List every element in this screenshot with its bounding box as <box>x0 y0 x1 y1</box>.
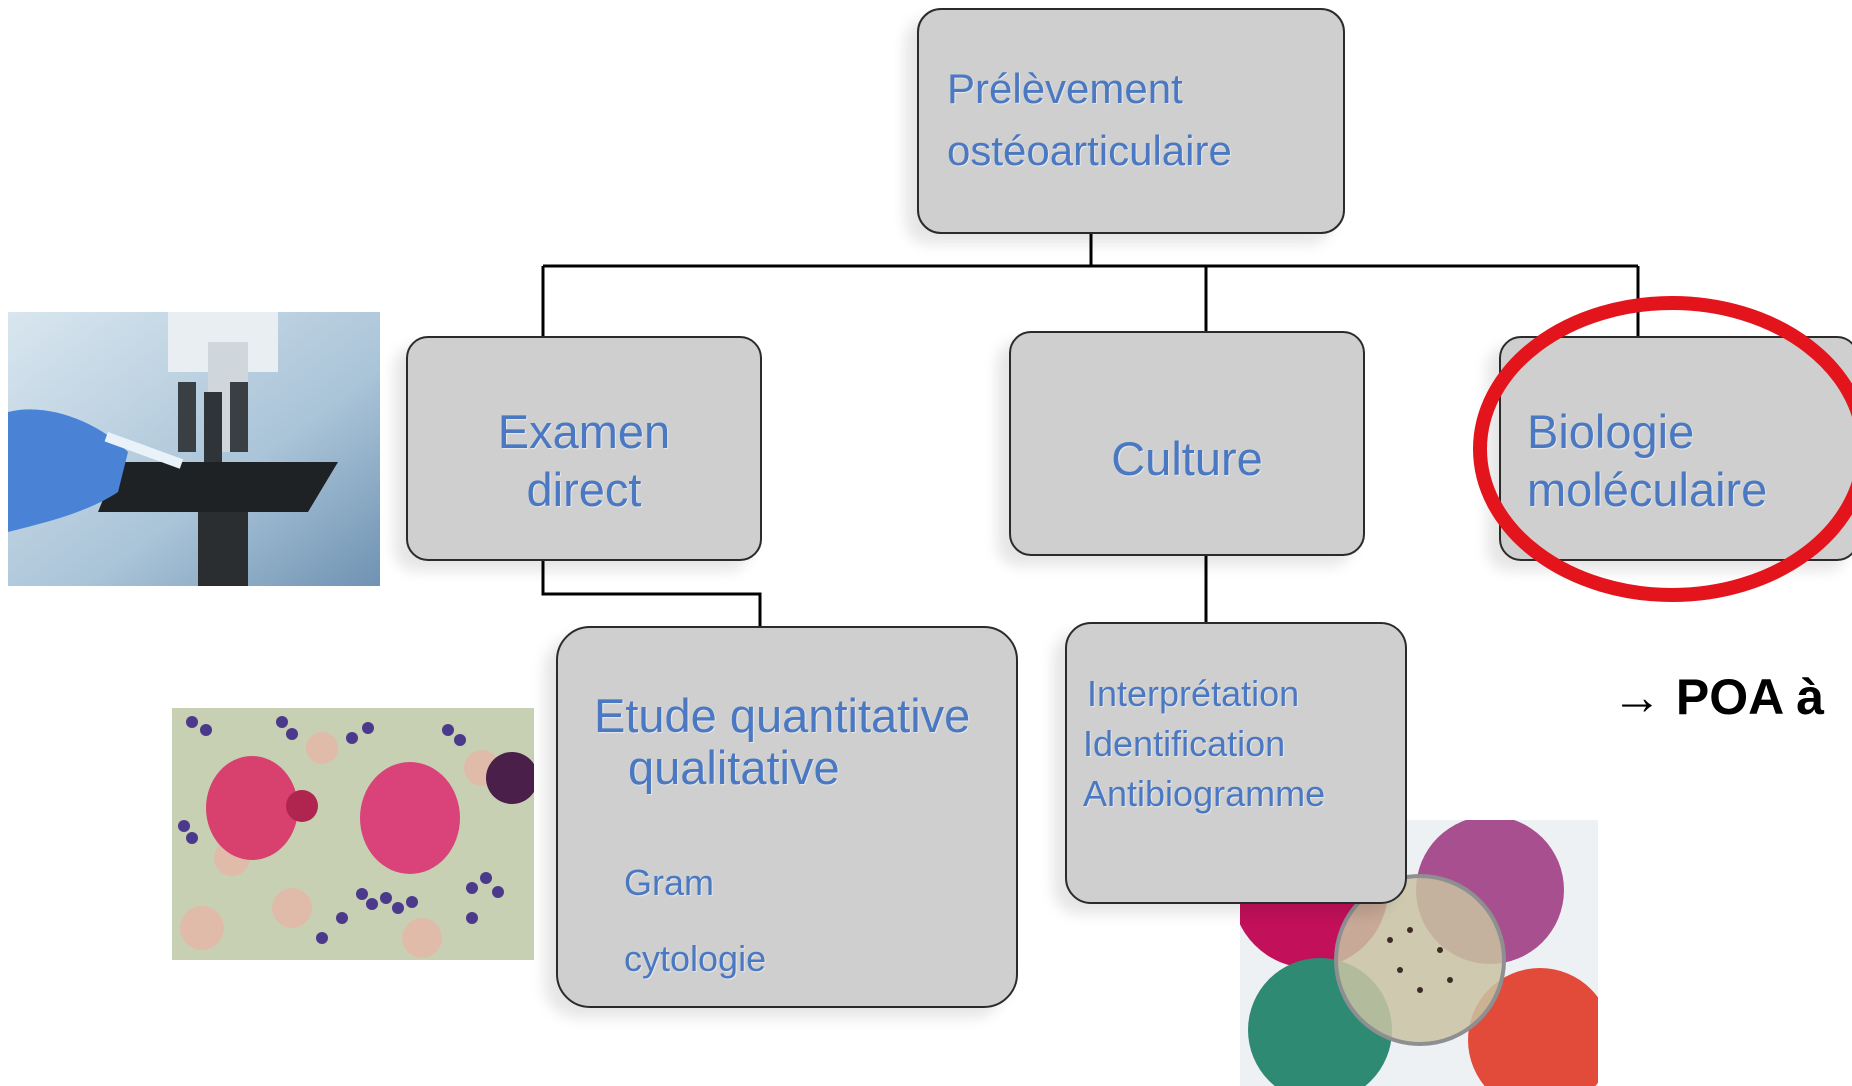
node-interp-line2: Identification <box>1083 723 1286 764</box>
right-arrow-icon: → <box>1612 669 1662 725</box>
poa-arrow-note: → POA à <box>1612 668 1824 726</box>
node-etude-item-gram: Gram <box>624 862 714 903</box>
node-culture-label: Culture <box>1111 432 1263 485</box>
node-examen-direct: Examen direct <box>406 336 762 561</box>
node-interp-line3: Antibiogramme <box>1083 773 1326 814</box>
node-etude-quantitative-qualitative: Etude quantitative qualitative Gram cyto… <box>556 626 1018 1008</box>
node-interpretation: Interprétation Identification Antibiogra… <box>1065 622 1407 904</box>
connector-examen-to-etude <box>541 561 762 626</box>
node-examen-line1: Examen <box>497 405 671 458</box>
node-etude-item-cytologie: cytologie <box>624 938 767 979</box>
poa-note-text: POA à <box>1675 669 1825 725</box>
node-root-line1: Prélèvement <box>947 65 1183 112</box>
node-culture: Culture <box>1009 331 1365 556</box>
node-etude-line2: qualitative <box>628 741 840 794</box>
node-root-line2: ostéoarticulaire <box>947 127 1232 174</box>
node-biologie-moleculaire: Biologie moléculaire <box>1499 336 1852 561</box>
blood-smear-photo <box>172 708 534 960</box>
node-interp-line1: Interprétation <box>1087 673 1300 714</box>
node-biologie-line1: Biologie <box>1527 405 1695 458</box>
node-etude-line1: Etude quantitative <box>594 689 971 742</box>
node-biologie-line2: moléculaire <box>1527 463 1768 516</box>
node-examen-line2: direct <box>526 463 642 516</box>
microscope-photo <box>8 312 380 586</box>
node-prelevement-osteoarticulaire: Prélèvement ostéoarticulaire <box>917 8 1345 234</box>
